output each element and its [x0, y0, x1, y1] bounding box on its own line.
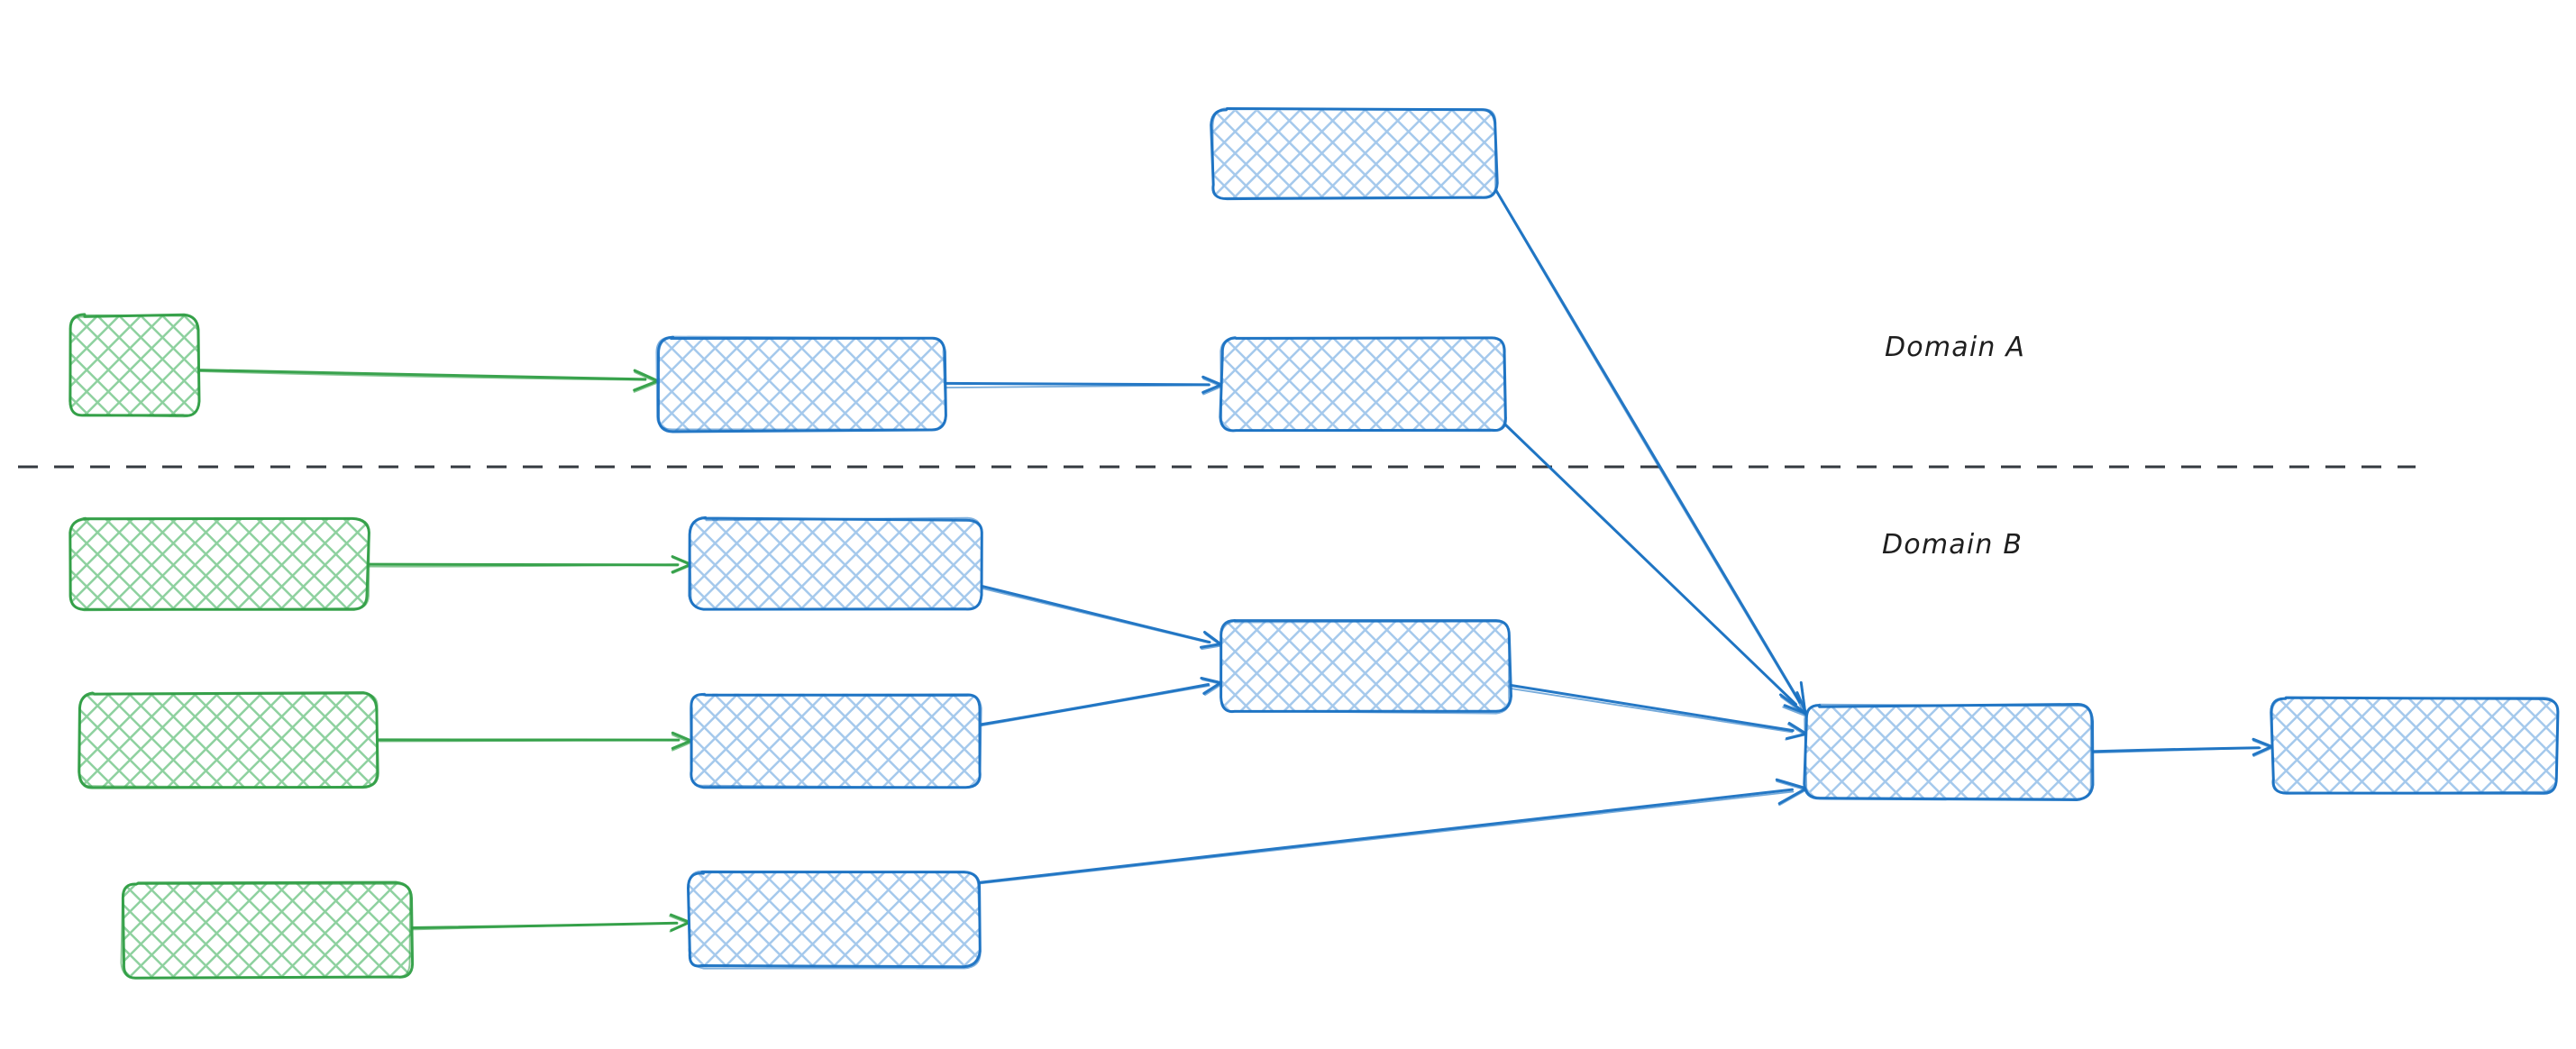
node-b-proc-1[interactable] [688, 515, 983, 611]
node-b-merge[interactable] [1219, 619, 1512, 715]
edge-e2[interactable] [942, 375, 1223, 396]
edge-line [2091, 747, 2261, 754]
edge-e12[interactable] [2090, 737, 2273, 757]
node-outline [687, 870, 982, 970]
edge-line [1496, 192, 1800, 704]
edge-e10[interactable] [1507, 683, 1808, 741]
edge-line [980, 683, 1210, 726]
edge-e4[interactable] [1503, 423, 1808, 716]
edge-line [1507, 683, 1795, 733]
edge-line [376, 739, 679, 743]
node-fill [690, 518, 981, 610]
edge-e9[interactable] [979, 677, 1223, 727]
edge-line [944, 384, 1210, 388]
node-fill [69, 519, 369, 610]
edge-e11[interactable] [976, 778, 1808, 885]
node-fill [122, 883, 412, 979]
node-outline [655, 335, 947, 431]
node-b-src-1[interactable] [69, 516, 370, 612]
node-outline [120, 882, 412, 979]
node-b-out[interactable] [2270, 696, 2560, 795]
node-layer [69, 107, 2560, 980]
edge-line [979, 790, 1795, 885]
edge-line [196, 370, 647, 381]
node-outline [2270, 697, 2559, 795]
node-outline [1219, 619, 1511, 715]
node-outline [1804, 703, 2092, 800]
node-a-proc-2[interactable] [1219, 336, 1507, 433]
node-fill [1220, 337, 1506, 432]
edge-e5[interactable] [367, 555, 692, 574]
edge-line [196, 369, 647, 381]
edge-line [1504, 424, 1797, 706]
edge-line [1510, 688, 1794, 734]
domain-a-label: Domain A [1885, 332, 2026, 363]
node-outline [78, 692, 379, 789]
node-fill [688, 872, 980, 968]
edge-line [942, 381, 1210, 387]
node-b-proc-2[interactable] [690, 692, 982, 789]
edge-line [367, 563, 680, 568]
edge-line [1494, 188, 1802, 704]
node-b-hub[interactable] [1803, 703, 2095, 801]
edge-e7[interactable] [409, 913, 691, 933]
edge-line [981, 587, 1210, 643]
node-fill [690, 693, 982, 787]
node-fill [78, 693, 378, 788]
edge-e1[interactable] [196, 369, 660, 393]
node-fill [2272, 698, 2558, 794]
edge-line [980, 584, 1211, 644]
node-outline [1211, 107, 1497, 199]
node-outline [690, 692, 982, 789]
node-outline [1219, 337, 1506, 433]
edge-e8[interactable] [980, 584, 1222, 651]
node-b-proc-3[interactable] [687, 870, 982, 970]
node-fill [1212, 109, 1497, 198]
node-a-proc-1[interactable] [655, 335, 947, 433]
node-fill [70, 315, 198, 417]
node-b-src-2[interactable] [78, 691, 379, 789]
edge-e6[interactable] [376, 731, 693, 752]
node-fill [1220, 621, 1511, 712]
node-fill [1804, 706, 2093, 799]
node-outline [689, 516, 983, 611]
node-outline [69, 314, 200, 418]
node-fill [657, 337, 945, 432]
node-outline [69, 517, 370, 612]
node-a-top-1[interactable] [1210, 107, 1499, 201]
edge-layer [196, 188, 2273, 933]
node-b-src-3[interactable] [120, 880, 415, 980]
domain-b-label: Domain B [1882, 529, 2023, 561]
edge-line [409, 922, 678, 931]
edge-line [979, 685, 1210, 727]
edge-line [976, 788, 1794, 884]
node-a-src-1[interactable] [69, 313, 201, 418]
edge-e3[interactable] [1494, 188, 1807, 716]
